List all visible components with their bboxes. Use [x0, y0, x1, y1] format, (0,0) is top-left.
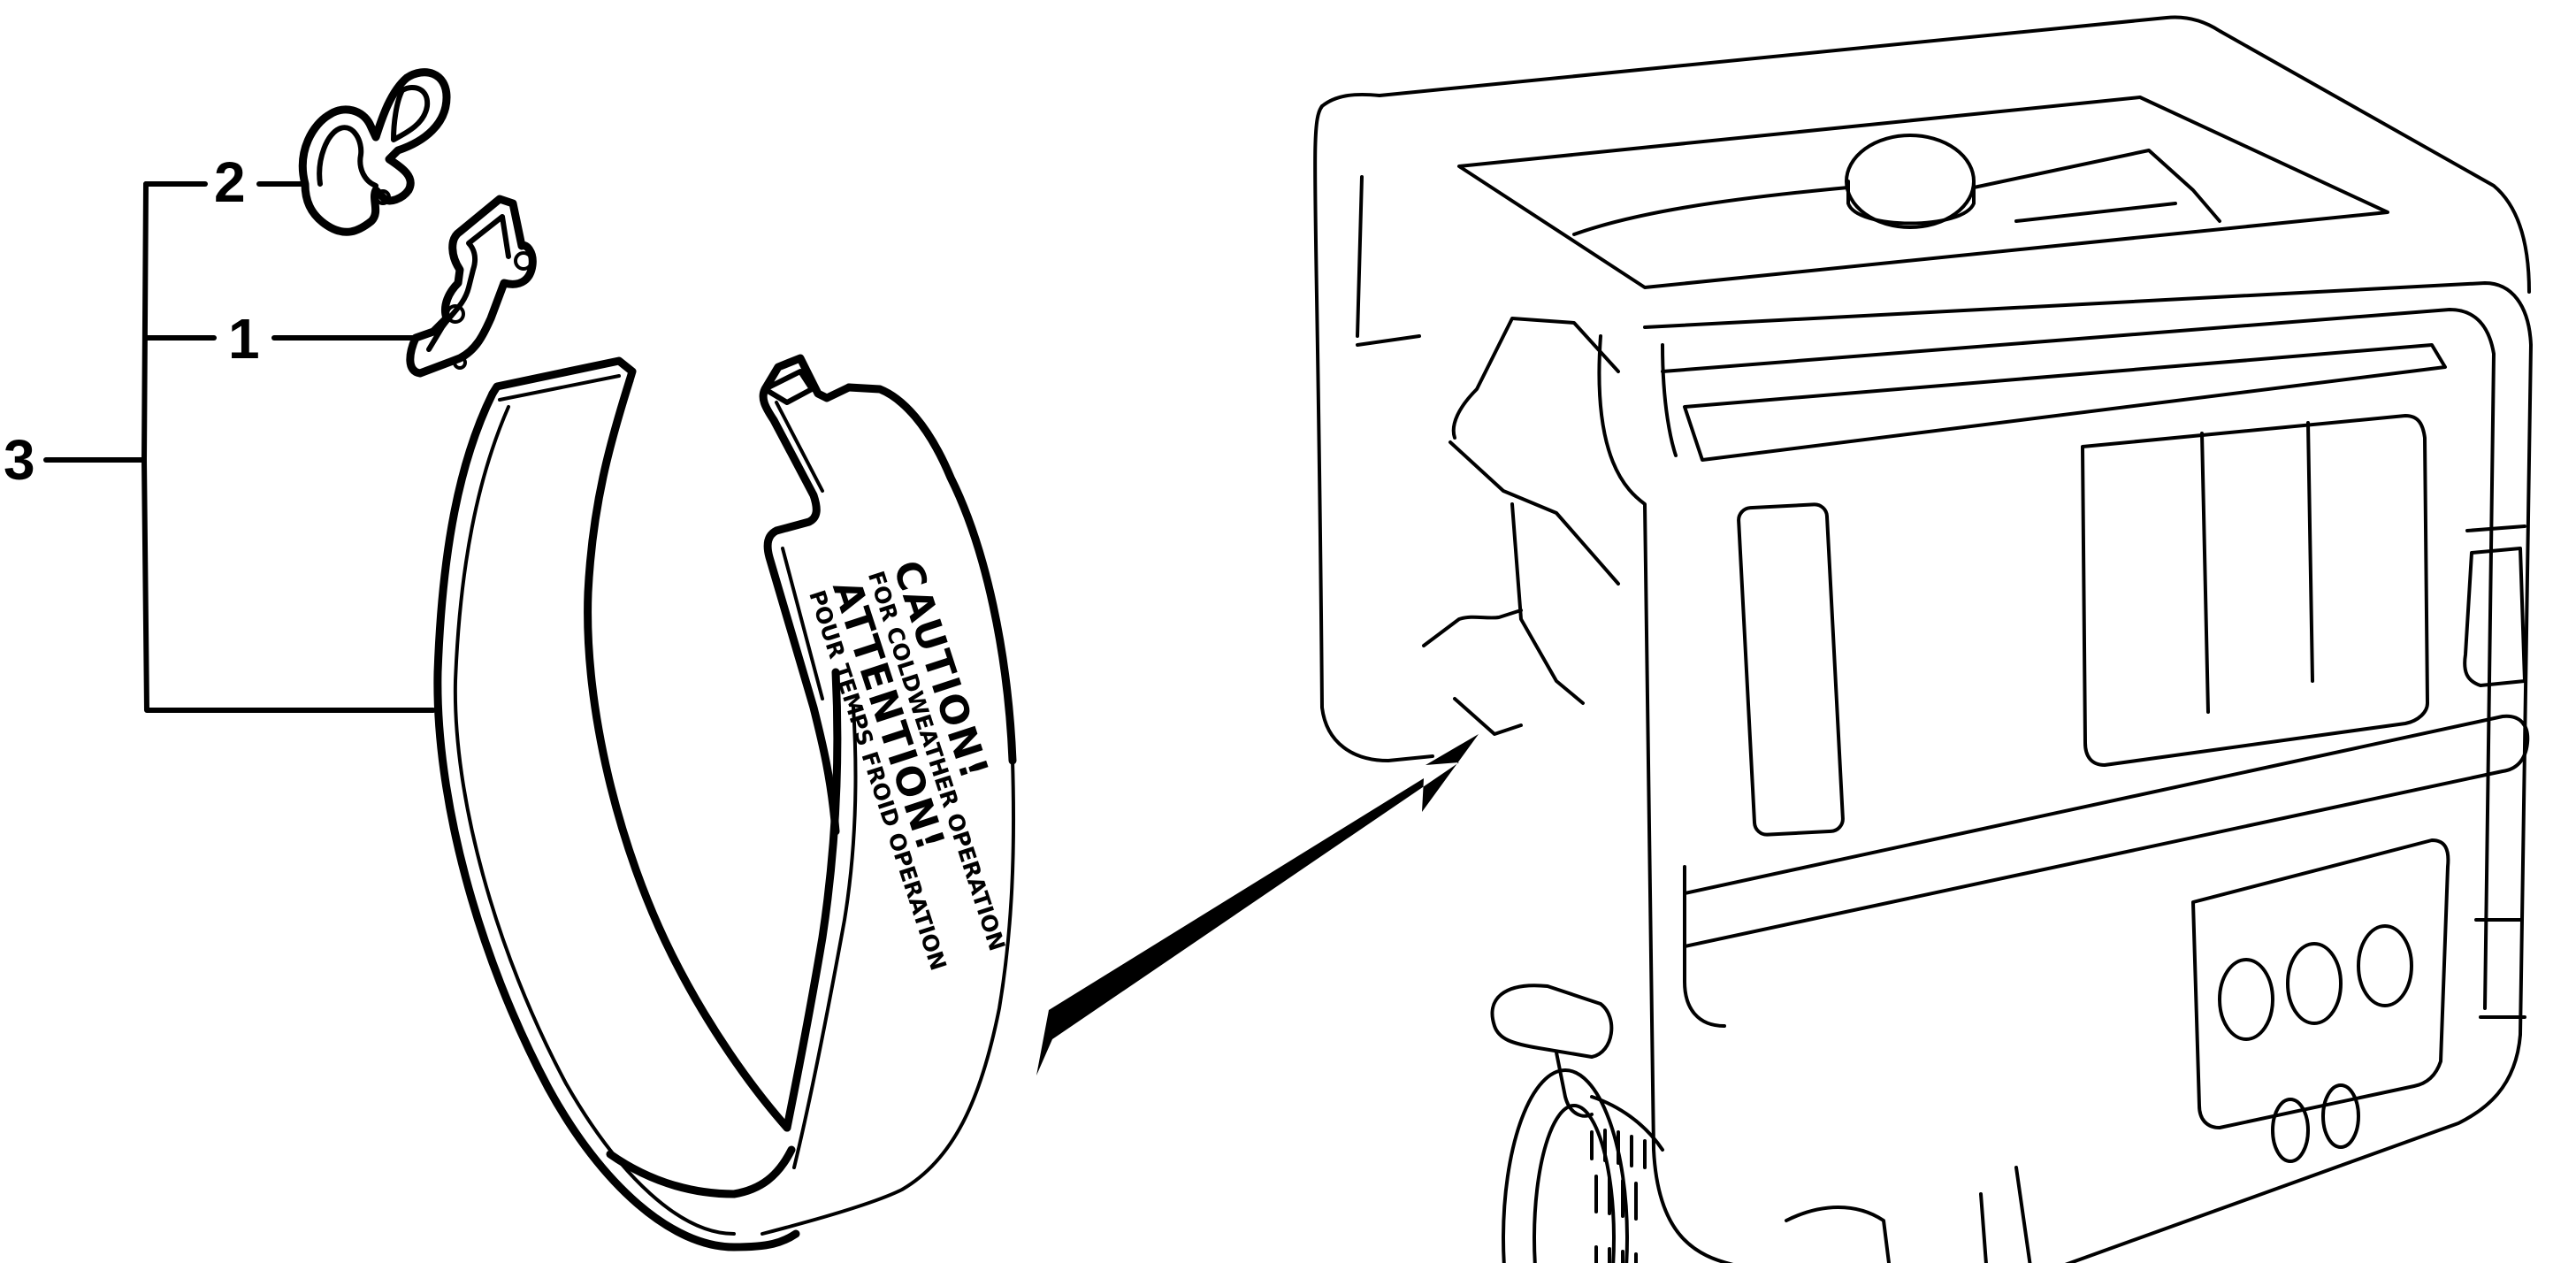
install-arrow-icon — [1036, 734, 1479, 1075]
clip-part-1 — [406, 195, 537, 378]
generator-illustration — [1313, 15, 2533, 1263]
callout-number-1: 1 — [228, 307, 260, 371]
cover-band-part-3 — [433, 354, 1017, 1252]
clip-part-2 — [298, 68, 451, 236]
callout-number-2: 2 — [214, 150, 246, 214]
bracket-line — [141, 181, 436, 713]
callout-number-3: 3 — [4, 428, 35, 492]
callout-bracket — [43, 181, 436, 713]
